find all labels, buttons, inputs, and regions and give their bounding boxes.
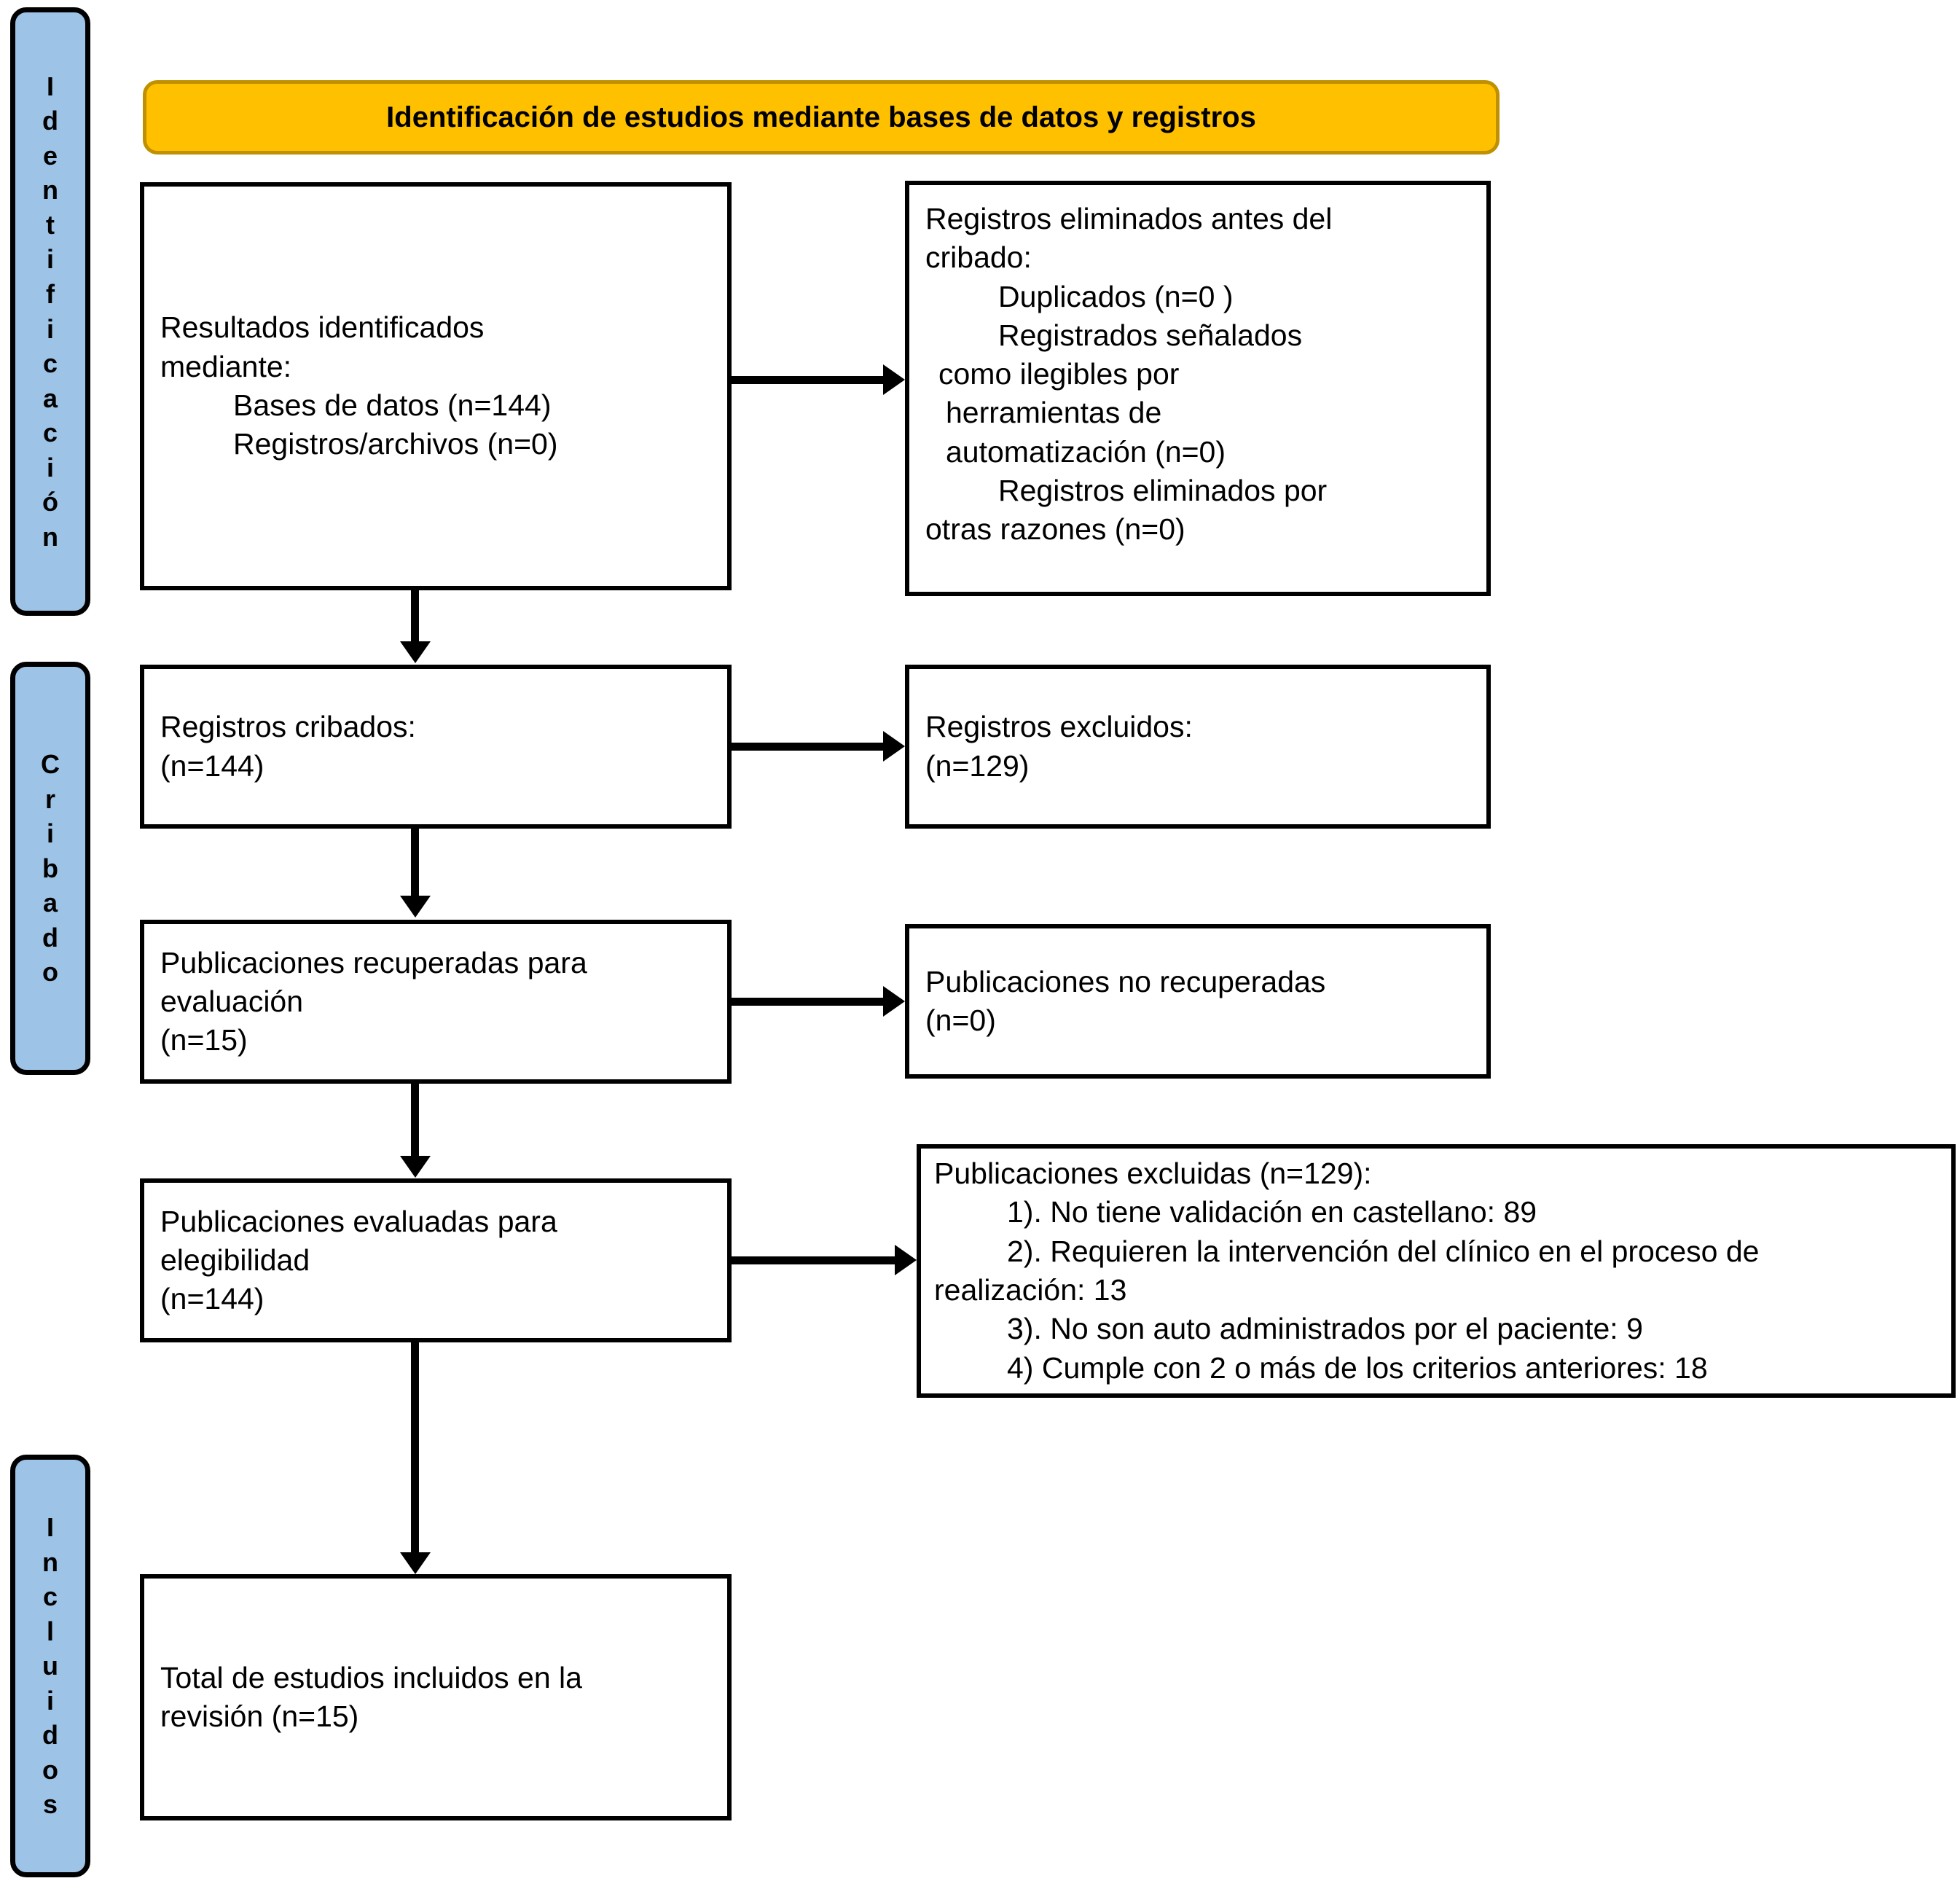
arrowhead-assessed-to-excludedpubs (895, 1245, 917, 1275)
stage-label-identificacion-text: I d e n t i f i c a c i ó n (42, 71, 58, 552)
removed-line-2: cribado: (925, 240, 1032, 275)
not-retrieved-line-2: (n=0) (925, 1004, 996, 1037)
identified-line-2: mediante: (160, 349, 292, 383)
screened-line-1: Registros cribados: (160, 710, 416, 744)
arrowhead-identified-to-screened (400, 641, 431, 663)
box-publicaciones-recuperadas: Publicaciones recuperadas para evaluació… (140, 920, 732, 1084)
box-registros-excluidos: Registros excluidos: (n=129) (905, 665, 1491, 829)
retrieved-line-3: (n=15) (160, 1023, 248, 1057)
connector-screened-to-excluded (732, 743, 886, 751)
box-resultados-identificados: Resultados identificados mediante: Bases… (140, 182, 732, 590)
arrowhead-identified-to-removed (883, 364, 905, 395)
stage-label-identificacion: I d e n t i f i c a c i ó n (10, 7, 90, 616)
excluded-pubs-line-6: 4) Cumple con 2 o más de los criterios a… (1007, 1350, 1708, 1385)
identified-line-1: Resultados identificados (160, 310, 485, 345)
removed-line-6: herramientas de (946, 396, 1162, 430)
identified-line-4: Registros/archivos (n=0) (233, 427, 558, 461)
removed-line-9: otras razones (n=0) (925, 512, 1185, 547)
arrowhead-assessed-to-included (400, 1552, 431, 1574)
arrowhead-screened-to-retrieved (400, 896, 431, 918)
connector-identified-to-removed (732, 376, 886, 384)
excluded-pubs-line-4: realización: 13 (934, 1273, 1127, 1307)
box-publicaciones-excluidas: Publicaciones excluidas (n=129): 1). No … (917, 1144, 1956, 1398)
excluded-records-line-2: (n=129) (925, 748, 1030, 783)
box-total-estudios-incluidos: Total de estudios incluidos en la revisi… (140, 1574, 732, 1820)
box-publicaciones-evaluadas: Publicaciones evaluadas para elegibilida… (140, 1178, 732, 1342)
arrowhead-retrieved-to-notretrieved (883, 986, 905, 1017)
connector-assessed-to-excludedpubs (732, 1256, 898, 1264)
excluded-pubs-line-3: 2). Requieren la intervención del clínic… (1007, 1234, 1760, 1268)
connector-assessed-to-included (411, 1342, 419, 1557)
removed-line-1: Registros eliminados antes del (925, 202, 1333, 235)
excluded-pubs-line-1: Publicaciones excluidas (n=129): (934, 1157, 1372, 1191)
assessed-line-2: elegibilidad (160, 1243, 310, 1277)
stage-label-incluidos-text: I n c l u i d o s (42, 1512, 58, 1820)
box-publicaciones-no-recuperadas: Publicaciones no recuperadas (n=0) (905, 924, 1491, 1079)
retrieved-line-1: Publicaciones recuperadas para (160, 945, 587, 979)
removed-line-4: Registrados señalados (998, 318, 1303, 352)
removed-line-3: Duplicados (n=0 ) (998, 279, 1234, 313)
box-registros-cribados: Registros cribados: (n=144) (140, 665, 732, 829)
removed-line-7: automatización (n=0) (946, 434, 1226, 469)
identified-line-3: Bases de datos (n=144) (233, 388, 552, 422)
stage-label-cribado: C r i b a d o (10, 662, 90, 1075)
arrowhead-retrieved-to-assessed (400, 1156, 431, 1178)
stage-label-cribado-text: C r i b a d o (41, 749, 60, 987)
connector-retrieved-to-assessed (411, 1084, 419, 1160)
connector-identified-to-screened (411, 590, 419, 646)
excluded-pubs-line-5: 3). No son auto administrados por el pac… (1007, 1312, 1643, 1346)
box-registros-eliminados-antes-cribado: Registros eliminados antes del cribado: … (905, 181, 1491, 596)
arrowhead-screened-to-excluded (883, 731, 905, 762)
retrieved-line-2: evaluación (160, 984, 304, 1018)
removed-line-5: como ilegibles por (938, 357, 1180, 391)
assessed-line-1: Publicaciones evaluadas para (160, 1204, 557, 1238)
screened-line-2: (n=144) (160, 748, 264, 783)
not-retrieved-line-1: Publicaciones no recuperadas (925, 964, 1326, 998)
connector-screened-to-retrieved (411, 829, 419, 900)
excluded-pubs-line-2: 1). No tiene validación en castellano: 8… (1007, 1195, 1537, 1229)
removed-line-8: Registros eliminados por (998, 474, 1328, 508)
stage-label-incluidos: I n c l u i d o s (10, 1455, 90, 1877)
included-line-2: revisión (n=15) (160, 1700, 359, 1733)
assessed-line-3: (n=144) (160, 1282, 264, 1316)
excluded-records-line-1: Registros excluidos: (925, 710, 1193, 744)
connector-retrieved-to-notretrieved (732, 998, 886, 1006)
section-banner-title: Identificación de estudios mediante base… (386, 101, 1256, 133)
included-line-1: Total de estudios incluidos en la (160, 1660, 582, 1694)
section-banner-identification: Identificación de estudios mediante base… (143, 80, 1500, 155)
